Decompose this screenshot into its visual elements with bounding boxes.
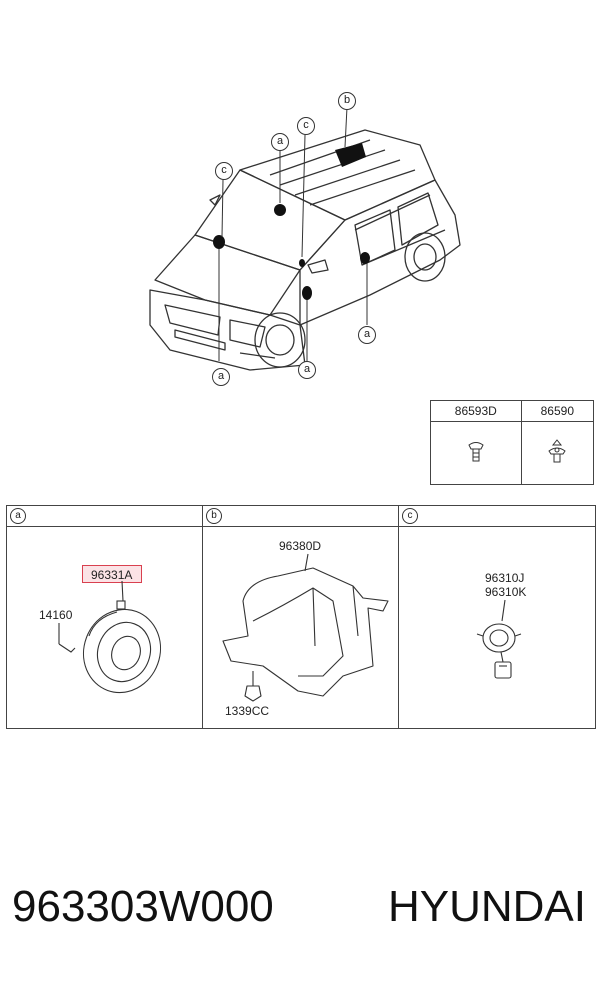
clip-table: 86593D 86590 bbox=[430, 400, 595, 485]
section-b-marker: b bbox=[206, 508, 222, 524]
brand-name: HYUNDAI bbox=[387, 882, 586, 931]
callout-c-pillar: c bbox=[297, 117, 315, 135]
section-a: a 96331A 14160 bbox=[7, 506, 202, 728]
section-c: c 96310J 96310K bbox=[398, 506, 596, 728]
push-clip-icon bbox=[468, 441, 484, 461]
speaker-drawing bbox=[58, 580, 162, 694]
highlighted-part-box[interactable] bbox=[82, 565, 142, 583]
section-c-marker: c bbox=[402, 508, 418, 524]
clip-header-86590: 86590 bbox=[520, 400, 595, 422]
callout-a-dash: a bbox=[212, 368, 230, 386]
footer: 963303W000 HYUNDAI bbox=[0, 882, 600, 942]
parts-grid: a 96331A 14160 b 96380D 1339CC bbox=[6, 505, 596, 729]
part-number: 963303W000 bbox=[12, 882, 274, 931]
tweeter-drawing bbox=[476, 599, 522, 679]
fir-tree-clip-icon bbox=[548, 438, 566, 462]
suv-illustration bbox=[149, 106, 461, 371]
section-b: b 96380D 1339CC bbox=[202, 506, 399, 728]
callout-b-roof: b bbox=[338, 92, 356, 110]
part-label-96380d[interactable]: 96380D bbox=[279, 539, 322, 553]
clip-header-86593d: 86593D bbox=[430, 400, 522, 422]
section-a-marker: a bbox=[10, 508, 26, 524]
part-label-96310k[interactable]: 96310K bbox=[485, 585, 527, 599]
callout-a-rear-door: a bbox=[358, 326, 376, 344]
part-label-1339cc[interactable]: 1339CC bbox=[225, 704, 270, 718]
bracket-drawing bbox=[222, 553, 389, 702]
callout-a-front-door: a bbox=[298, 361, 316, 379]
part-label-14160[interactable]: 14160 bbox=[39, 608, 73, 622]
callout-a-rear: a bbox=[271, 133, 289, 151]
callout-c-front: c bbox=[215, 162, 233, 180]
part-label-96310j[interactable]: 96310J bbox=[485, 571, 525, 585]
part-label-96331a[interactable]: 96331A bbox=[91, 568, 133, 582]
